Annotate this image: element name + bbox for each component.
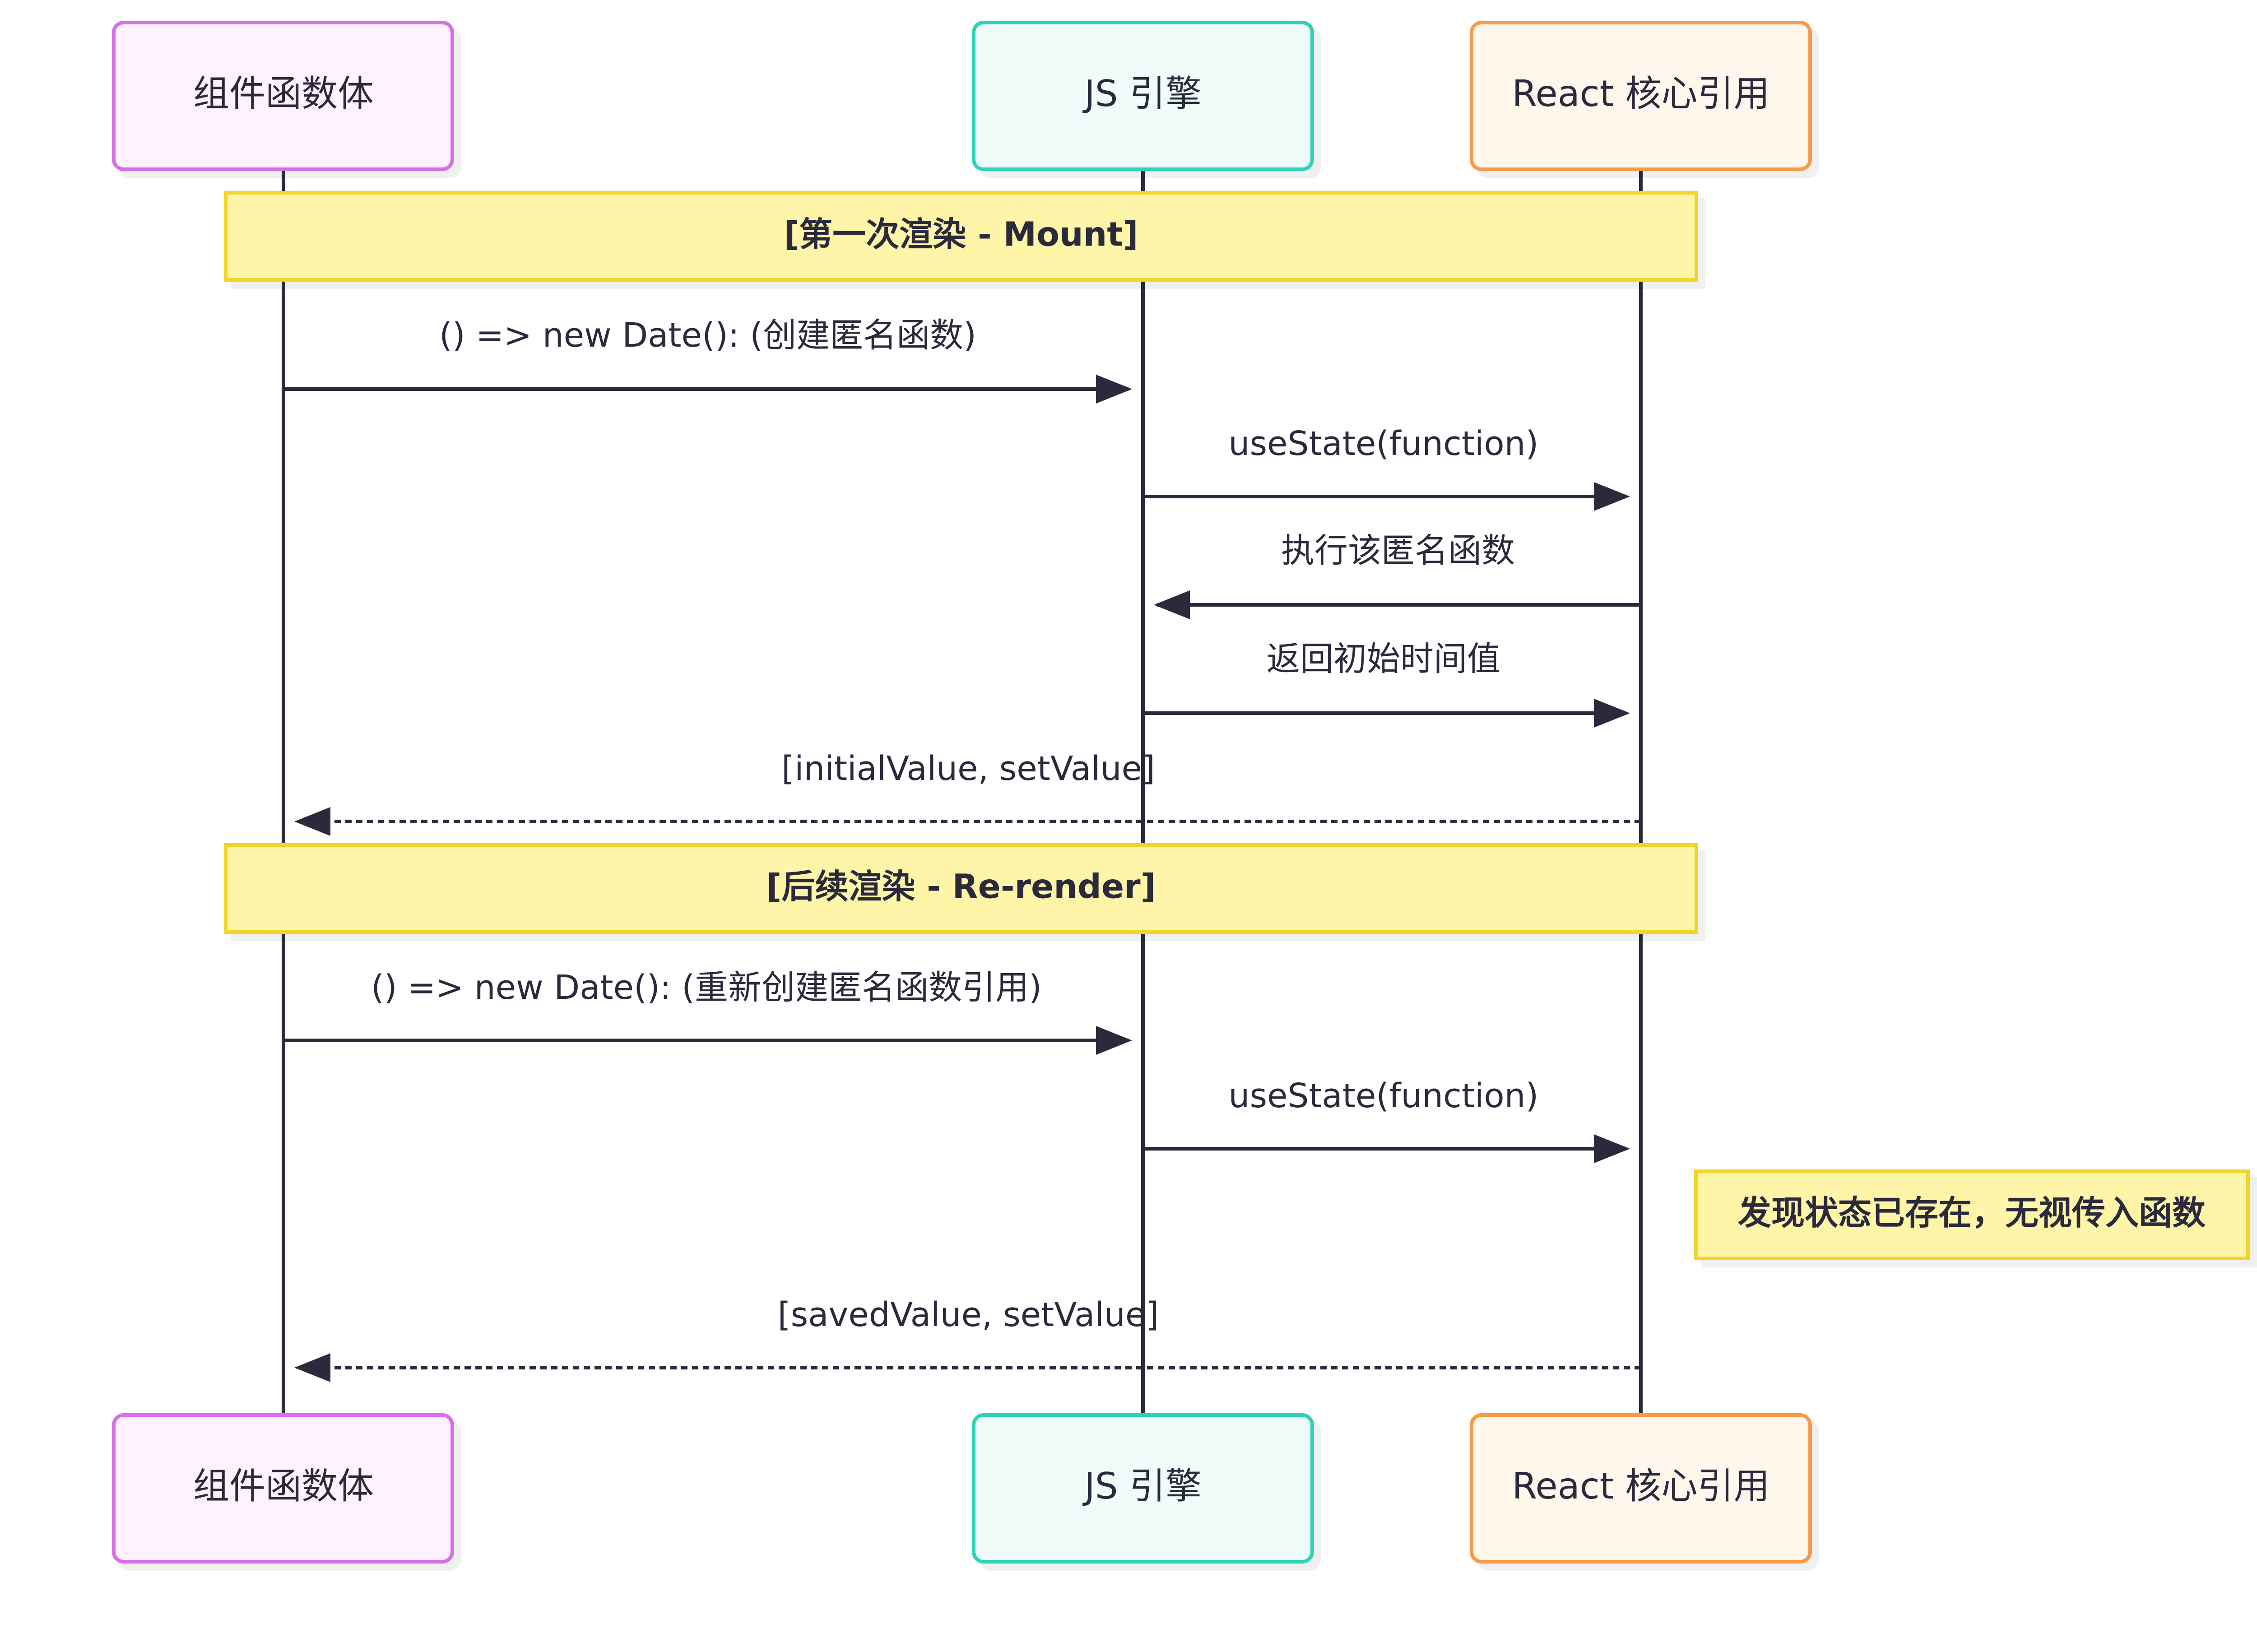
message-saved-value-label: [savedValue, setValue] xyxy=(778,1295,1159,1334)
participant-react-top[interactable]: React 核心引用 xyxy=(1470,21,1812,171)
message-initial-value-label: [initialValue, setValue] xyxy=(781,749,1155,788)
participant-react-bottom-label: React 核心引用 xyxy=(1512,1465,1769,1507)
message-initial-value: [initialValue, setValue] xyxy=(294,749,1641,836)
message-create-function-label: () => new Date(): (创建匿名函数) xyxy=(439,316,976,355)
section-rerender-label: [后续渲染 - Re-render] xyxy=(766,868,1156,906)
participant-component-bottom-label: 组件函数体 xyxy=(193,1465,374,1507)
section-rerender: [后续渲染 - Re-render] xyxy=(224,843,1698,934)
participant-engine-top-box xyxy=(972,21,1314,171)
participant-component-bottom-box xyxy=(112,1413,454,1564)
note-state-exists-box xyxy=(1694,1169,2250,1260)
message-usestate-rerender-label: useState(function) xyxy=(1229,1077,1539,1115)
message-usestate-mount-label: useState(function) xyxy=(1229,424,1539,463)
participants-top: 组件函数体 JS 引擎 React 核心引用 xyxy=(112,21,1812,171)
participants-bottom: 组件函数体 JS 引擎 React 核心引用 xyxy=(112,1413,1812,1564)
message-create-function: () => new Date(): (创建匿名函数) xyxy=(283,316,1132,404)
section-rerender-box xyxy=(224,843,1698,934)
message-recreate-function: () => new Date(): (重新创建匿名函数引用) xyxy=(283,968,1132,1055)
section-mount-box xyxy=(224,191,1698,282)
lifelines xyxy=(282,169,1643,1415)
note-state-exists: 发现状态已存在，无视传入函数 xyxy=(1694,1169,2250,1260)
message-saved-value: [savedValue, setValue] xyxy=(294,1295,1641,1382)
participant-component-bottom[interactable]: 组件函数体 xyxy=(112,1413,454,1564)
participant-engine-bottom[interactable]: JS 引擎 xyxy=(972,1413,1314,1564)
participant-react-bottom-box xyxy=(1470,1413,1812,1564)
participant-component-top-box xyxy=(112,21,454,171)
message-execute-function: 执行该匿名函数 xyxy=(1154,531,1641,619)
message-recreate-function-label: () => new Date(): (重新创建匿名函数引用) xyxy=(371,968,1042,1007)
participant-react-top-box xyxy=(1470,21,1812,171)
section-mount-label: [第一次渲染 - Mount] xyxy=(784,215,1138,254)
participant-engine-top[interactable]: JS 引擎 xyxy=(972,21,1314,171)
participant-component-top[interactable]: 组件函数体 xyxy=(112,21,454,171)
note-state-exists-label: 发现状态已存在，无视传入函数 xyxy=(1738,1194,2206,1233)
participant-engine-bottom-label: JS 引擎 xyxy=(1082,1465,1202,1507)
section-mount: [第一次渲染 - Mount] xyxy=(224,191,1698,282)
message-usestate-rerender: useState(function) xyxy=(1143,1077,1630,1163)
participant-engine-bottom-box xyxy=(972,1413,1314,1564)
message-return-initial: 返回初始时间值 xyxy=(1143,640,1630,728)
participant-react-top-label: React 核心引用 xyxy=(1512,73,1769,115)
participant-engine-top-label: JS 引擎 xyxy=(1082,73,1202,115)
participant-react-bottom[interactable]: React 核心引用 xyxy=(1470,1413,1812,1564)
message-return-initial-label: 返回初始时间值 xyxy=(1267,640,1500,678)
message-usestate-mount: useState(function) xyxy=(1143,424,1630,511)
messages: () => new Date(): (创建匿名函数) useState(func… xyxy=(283,316,1641,1382)
participant-component-top-label: 组件函数体 xyxy=(193,73,374,115)
message-execute-function-label: 执行该匿名函数 xyxy=(1281,531,1515,570)
